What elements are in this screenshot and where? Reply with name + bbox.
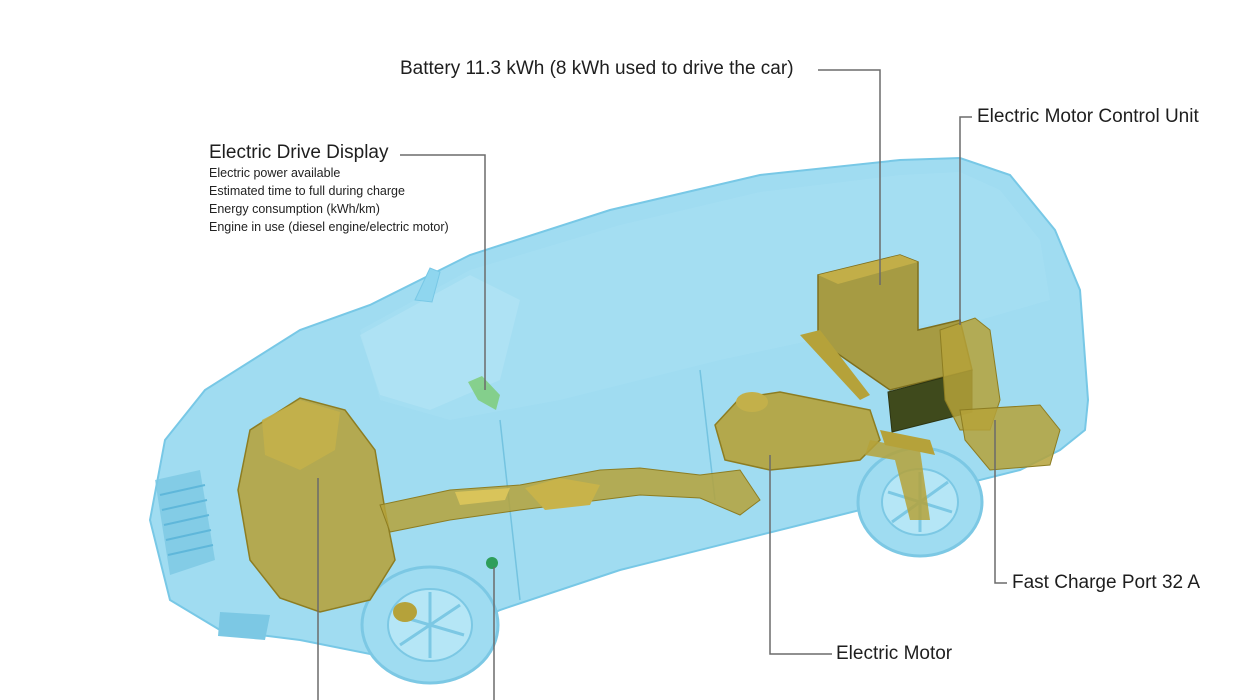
leader-line-fast-charge-port bbox=[994, 420, 1007, 584]
front-wheel bbox=[360, 565, 500, 685]
battery-pack bbox=[817, 254, 973, 433]
drive-display-callout: Electric Drive Display Electric power av… bbox=[209, 142, 449, 236]
motor-control-unit bbox=[939, 317, 1061, 471]
leader-line-battery bbox=[818, 69, 881, 285]
drive-display-feature: Estimated time to full during charge bbox=[209, 184, 405, 198]
diesel-engine bbox=[237, 397, 417, 622]
charge-inlet-marker bbox=[486, 557, 498, 569]
rear-axle bbox=[800, 330, 935, 455]
leader-line-drive-display bbox=[400, 154, 486, 390]
exhaust-and-driveshaft bbox=[379, 467, 761, 533]
leader-line-electric-motor bbox=[769, 455, 832, 655]
battery-label: Battery 11.3 kWh (8 kWh used to drive th… bbox=[400, 58, 794, 79]
fast-charge-port-label: Fast Charge Port 32 A bbox=[1012, 572, 1200, 593]
electric-motor-assembly bbox=[714, 391, 930, 520]
drive-display-feature: Electric power available bbox=[209, 166, 341, 180]
drive-display-feature: Energy consumption (kWh/km) bbox=[209, 202, 380, 216]
electric-motor-label: Electric Motor bbox=[836, 643, 953, 664]
motor-control-unit-label: Electric Motor Control Unit bbox=[977, 106, 1199, 127]
drive-display-feature: Engine in use (diesel engine/electric mo… bbox=[209, 220, 449, 234]
leader-line-motor-control-unit bbox=[959, 116, 972, 325]
drive-display-label: Electric Drive Display bbox=[209, 142, 389, 163]
drive-display-marker bbox=[468, 376, 500, 410]
drive-display-features: Electric power available Estimated time … bbox=[209, 164, 449, 236]
